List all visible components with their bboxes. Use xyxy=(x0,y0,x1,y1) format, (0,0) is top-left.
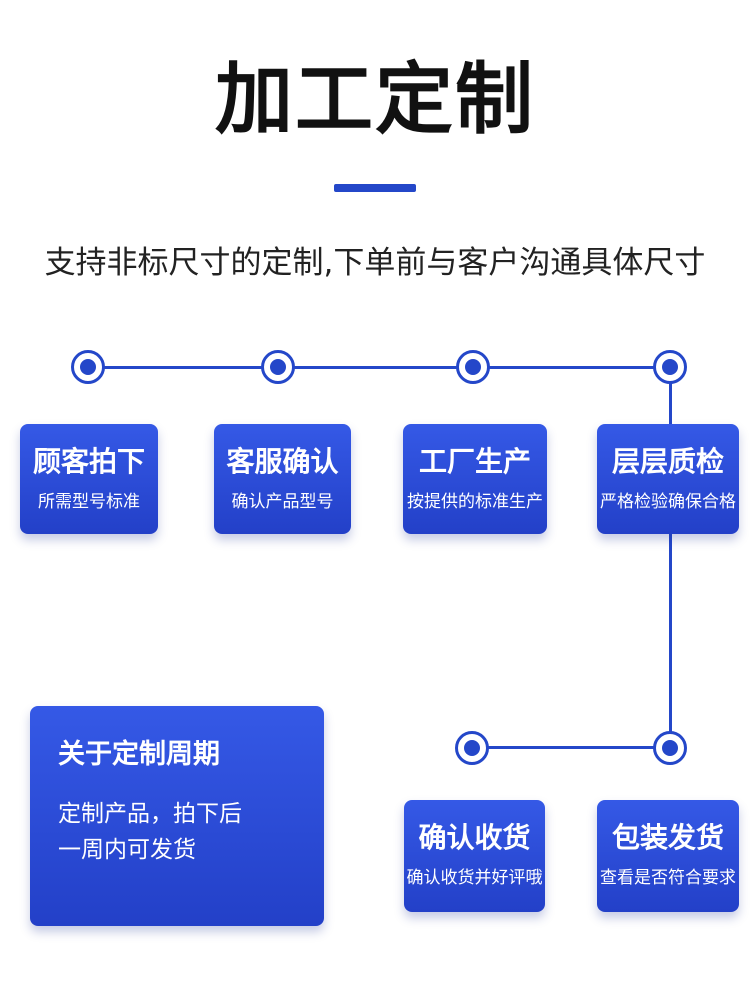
step-box-4: 层层质检 严格检验确保合格 xyxy=(597,424,739,534)
step-subtitle: 按提供的标准生产 xyxy=(407,492,543,512)
page-subtitle: 支持非标尺寸的定制,下单前与客户沟通具体尺寸 xyxy=(44,245,706,281)
connector-line-bottom xyxy=(472,746,672,749)
timeline-node-4 xyxy=(653,350,687,384)
step-title: 顾客拍下 xyxy=(32,445,145,478)
info-title: 关于定制周期 xyxy=(58,739,220,770)
timeline-node-2 xyxy=(261,350,295,384)
step-box-5: 包装发货 查看是否符合要求 xyxy=(597,800,739,912)
step-title: 工厂生产 xyxy=(418,445,531,478)
timeline-node-6 xyxy=(455,731,489,765)
step-subtitle: 确认产品型号 xyxy=(231,492,334,512)
title-underline xyxy=(334,184,416,192)
info-line-1: 定制产品，拍下后 xyxy=(58,801,242,827)
connector-line-top xyxy=(87,366,671,369)
timeline-node-5 xyxy=(653,731,687,765)
page-title: 加工定制 xyxy=(214,55,535,145)
info-line-2: 一周内可发货 xyxy=(58,837,196,863)
connector-line-vertical xyxy=(669,366,672,748)
step-box-6: 确认收货 确认收货并好评哦 xyxy=(404,800,545,912)
step-subtitle: 严格检验确保合格 xyxy=(600,492,736,512)
custom-cycle-info: 关于定制周期 定制产品，拍下后 一周内可发货 xyxy=(30,706,324,926)
step-title: 确认收货 xyxy=(418,821,531,854)
step-box-2: 客服确认 确认产品型号 xyxy=(214,424,351,534)
step-box-1: 顾客拍下 所需型号标准 xyxy=(20,424,158,534)
timeline-node-1 xyxy=(71,350,105,384)
step-subtitle: 所需型号标准 xyxy=(38,492,140,512)
step-subtitle: 确认收货并好评哦 xyxy=(406,868,543,888)
step-title: 层层质检 xyxy=(611,445,724,478)
step-box-3: 工厂生产 按提供的标准生产 xyxy=(403,424,547,534)
step-title: 客服确认 xyxy=(226,445,339,478)
timeline-node-3 xyxy=(456,350,490,384)
step-subtitle: 查看是否符合要求 xyxy=(600,868,736,888)
step-title: 包装发货 xyxy=(611,821,724,854)
